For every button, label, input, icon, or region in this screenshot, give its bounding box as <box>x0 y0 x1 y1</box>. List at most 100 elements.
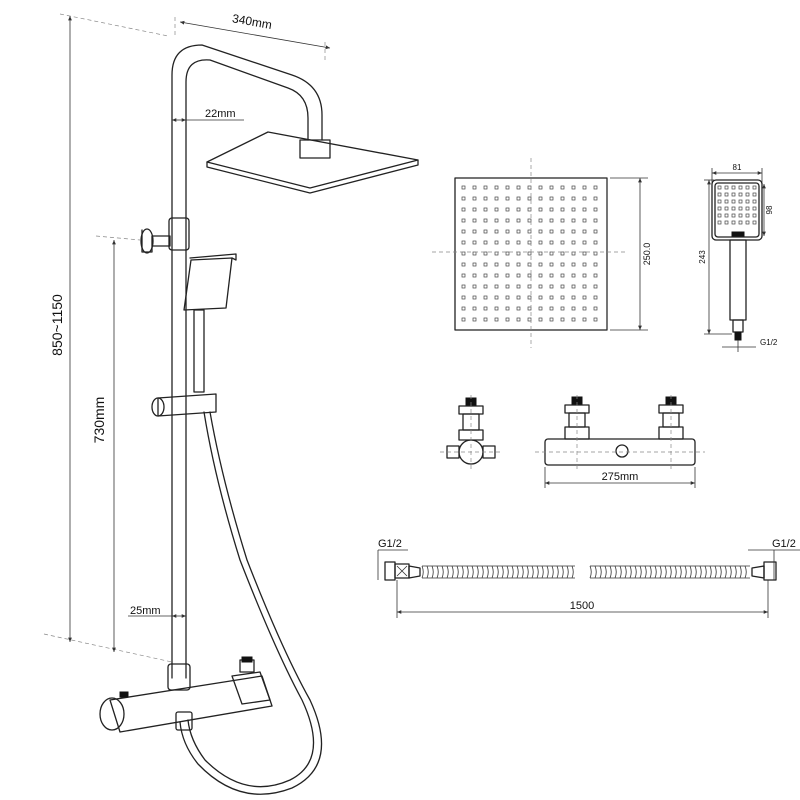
nozzle <box>738 192 743 197</box>
nozzle <box>461 273 466 278</box>
hose-ring <box>436 565 439 579</box>
nozzle <box>571 207 576 212</box>
nozzle <box>483 317 488 322</box>
nozzle <box>560 317 565 322</box>
nozzle <box>494 251 499 256</box>
hose-ring <box>689 565 692 579</box>
nozzle <box>494 317 499 322</box>
nozzle <box>505 185 510 190</box>
hose-ring <box>624 565 627 579</box>
nozzle <box>571 295 576 300</box>
nozzle <box>582 229 587 234</box>
nozzle <box>538 295 543 300</box>
nozzle <box>745 185 750 190</box>
nozzle <box>717 192 722 197</box>
hose-ring <box>431 565 434 579</box>
nozzle <box>516 218 521 223</box>
hose-ring <box>536 565 539 579</box>
nozzle <box>724 220 729 225</box>
nozzle <box>731 199 736 204</box>
hose-ring <box>599 565 602 579</box>
hose-ring <box>694 565 697 579</box>
hose-ring <box>511 565 514 579</box>
nozzle <box>549 251 554 256</box>
nozzle <box>472 251 477 256</box>
nozzle <box>717 185 722 190</box>
nozzle <box>538 185 543 190</box>
nozzle <box>494 207 499 212</box>
hose-ring <box>674 565 677 579</box>
nozzle <box>582 240 587 245</box>
nozzle <box>738 220 743 225</box>
left-dimensions <box>43 13 331 663</box>
nozzle <box>505 306 510 311</box>
nozzle <box>731 213 736 218</box>
dim-hose-thread-right: G1/2 <box>772 538 796 550</box>
nozzle <box>483 262 488 267</box>
nozzle <box>472 262 477 267</box>
nozzle <box>461 240 466 245</box>
nozzle <box>571 196 576 201</box>
nozzle <box>505 240 510 245</box>
nozzle <box>461 207 466 212</box>
nozzle <box>593 240 598 245</box>
dim-hand-length: 243 <box>698 250 707 264</box>
nozzle <box>571 262 576 267</box>
nozzle <box>560 229 565 234</box>
nozzle <box>494 240 499 245</box>
nozzle <box>483 306 488 311</box>
nozzle <box>505 251 510 256</box>
nozzle <box>494 262 499 267</box>
hose-ring <box>609 565 612 579</box>
nozzle <box>549 262 554 267</box>
thermostatic-valve <box>535 395 705 488</box>
nozzle <box>483 251 488 256</box>
nozzle <box>571 218 576 223</box>
nozzle <box>538 284 543 289</box>
dim-hand-thread: G1/2 <box>760 338 778 347</box>
nozzle <box>538 218 543 223</box>
nozzle <box>538 196 543 201</box>
nozzle <box>593 185 598 190</box>
nozzle <box>582 251 587 256</box>
dim-pipe-bottom: 25mm <box>130 605 161 617</box>
nozzle <box>516 262 521 267</box>
nozzle <box>516 240 521 245</box>
hose-ring <box>476 565 479 579</box>
hose-ring <box>541 565 544 579</box>
nozzle <box>505 218 510 223</box>
nozzle <box>560 240 565 245</box>
nozzle <box>527 196 532 201</box>
nozzle <box>483 273 488 278</box>
nozzle-grid <box>461 185 598 322</box>
hand-nozzle-grid <box>717 185 757 225</box>
hose-ring <box>659 565 662 579</box>
nozzle <box>560 284 565 289</box>
dim-total-height: 850~1150 <box>49 294 65 356</box>
nozzle <box>549 317 554 322</box>
nozzle <box>582 218 587 223</box>
hose-ring <box>506 565 509 579</box>
nozzle <box>560 185 565 190</box>
nozzle <box>593 284 598 289</box>
nozzle <box>472 229 477 234</box>
nozzle <box>752 220 757 225</box>
nozzle <box>527 207 532 212</box>
hose-ring <box>531 565 534 579</box>
nozzle <box>738 199 743 204</box>
nozzle <box>472 185 477 190</box>
nozzle <box>549 240 554 245</box>
nozzle <box>527 273 532 278</box>
nozzle <box>731 185 736 190</box>
nozzle <box>593 273 598 278</box>
hose-ring <box>649 565 652 579</box>
hose-ring <box>546 565 549 579</box>
nozzle <box>505 273 510 278</box>
nozzle <box>538 229 543 234</box>
hose-ring <box>629 565 632 579</box>
hose-ring <box>589 565 592 579</box>
nozzle <box>461 218 466 223</box>
nozzle <box>516 273 521 278</box>
nozzle <box>593 196 598 201</box>
